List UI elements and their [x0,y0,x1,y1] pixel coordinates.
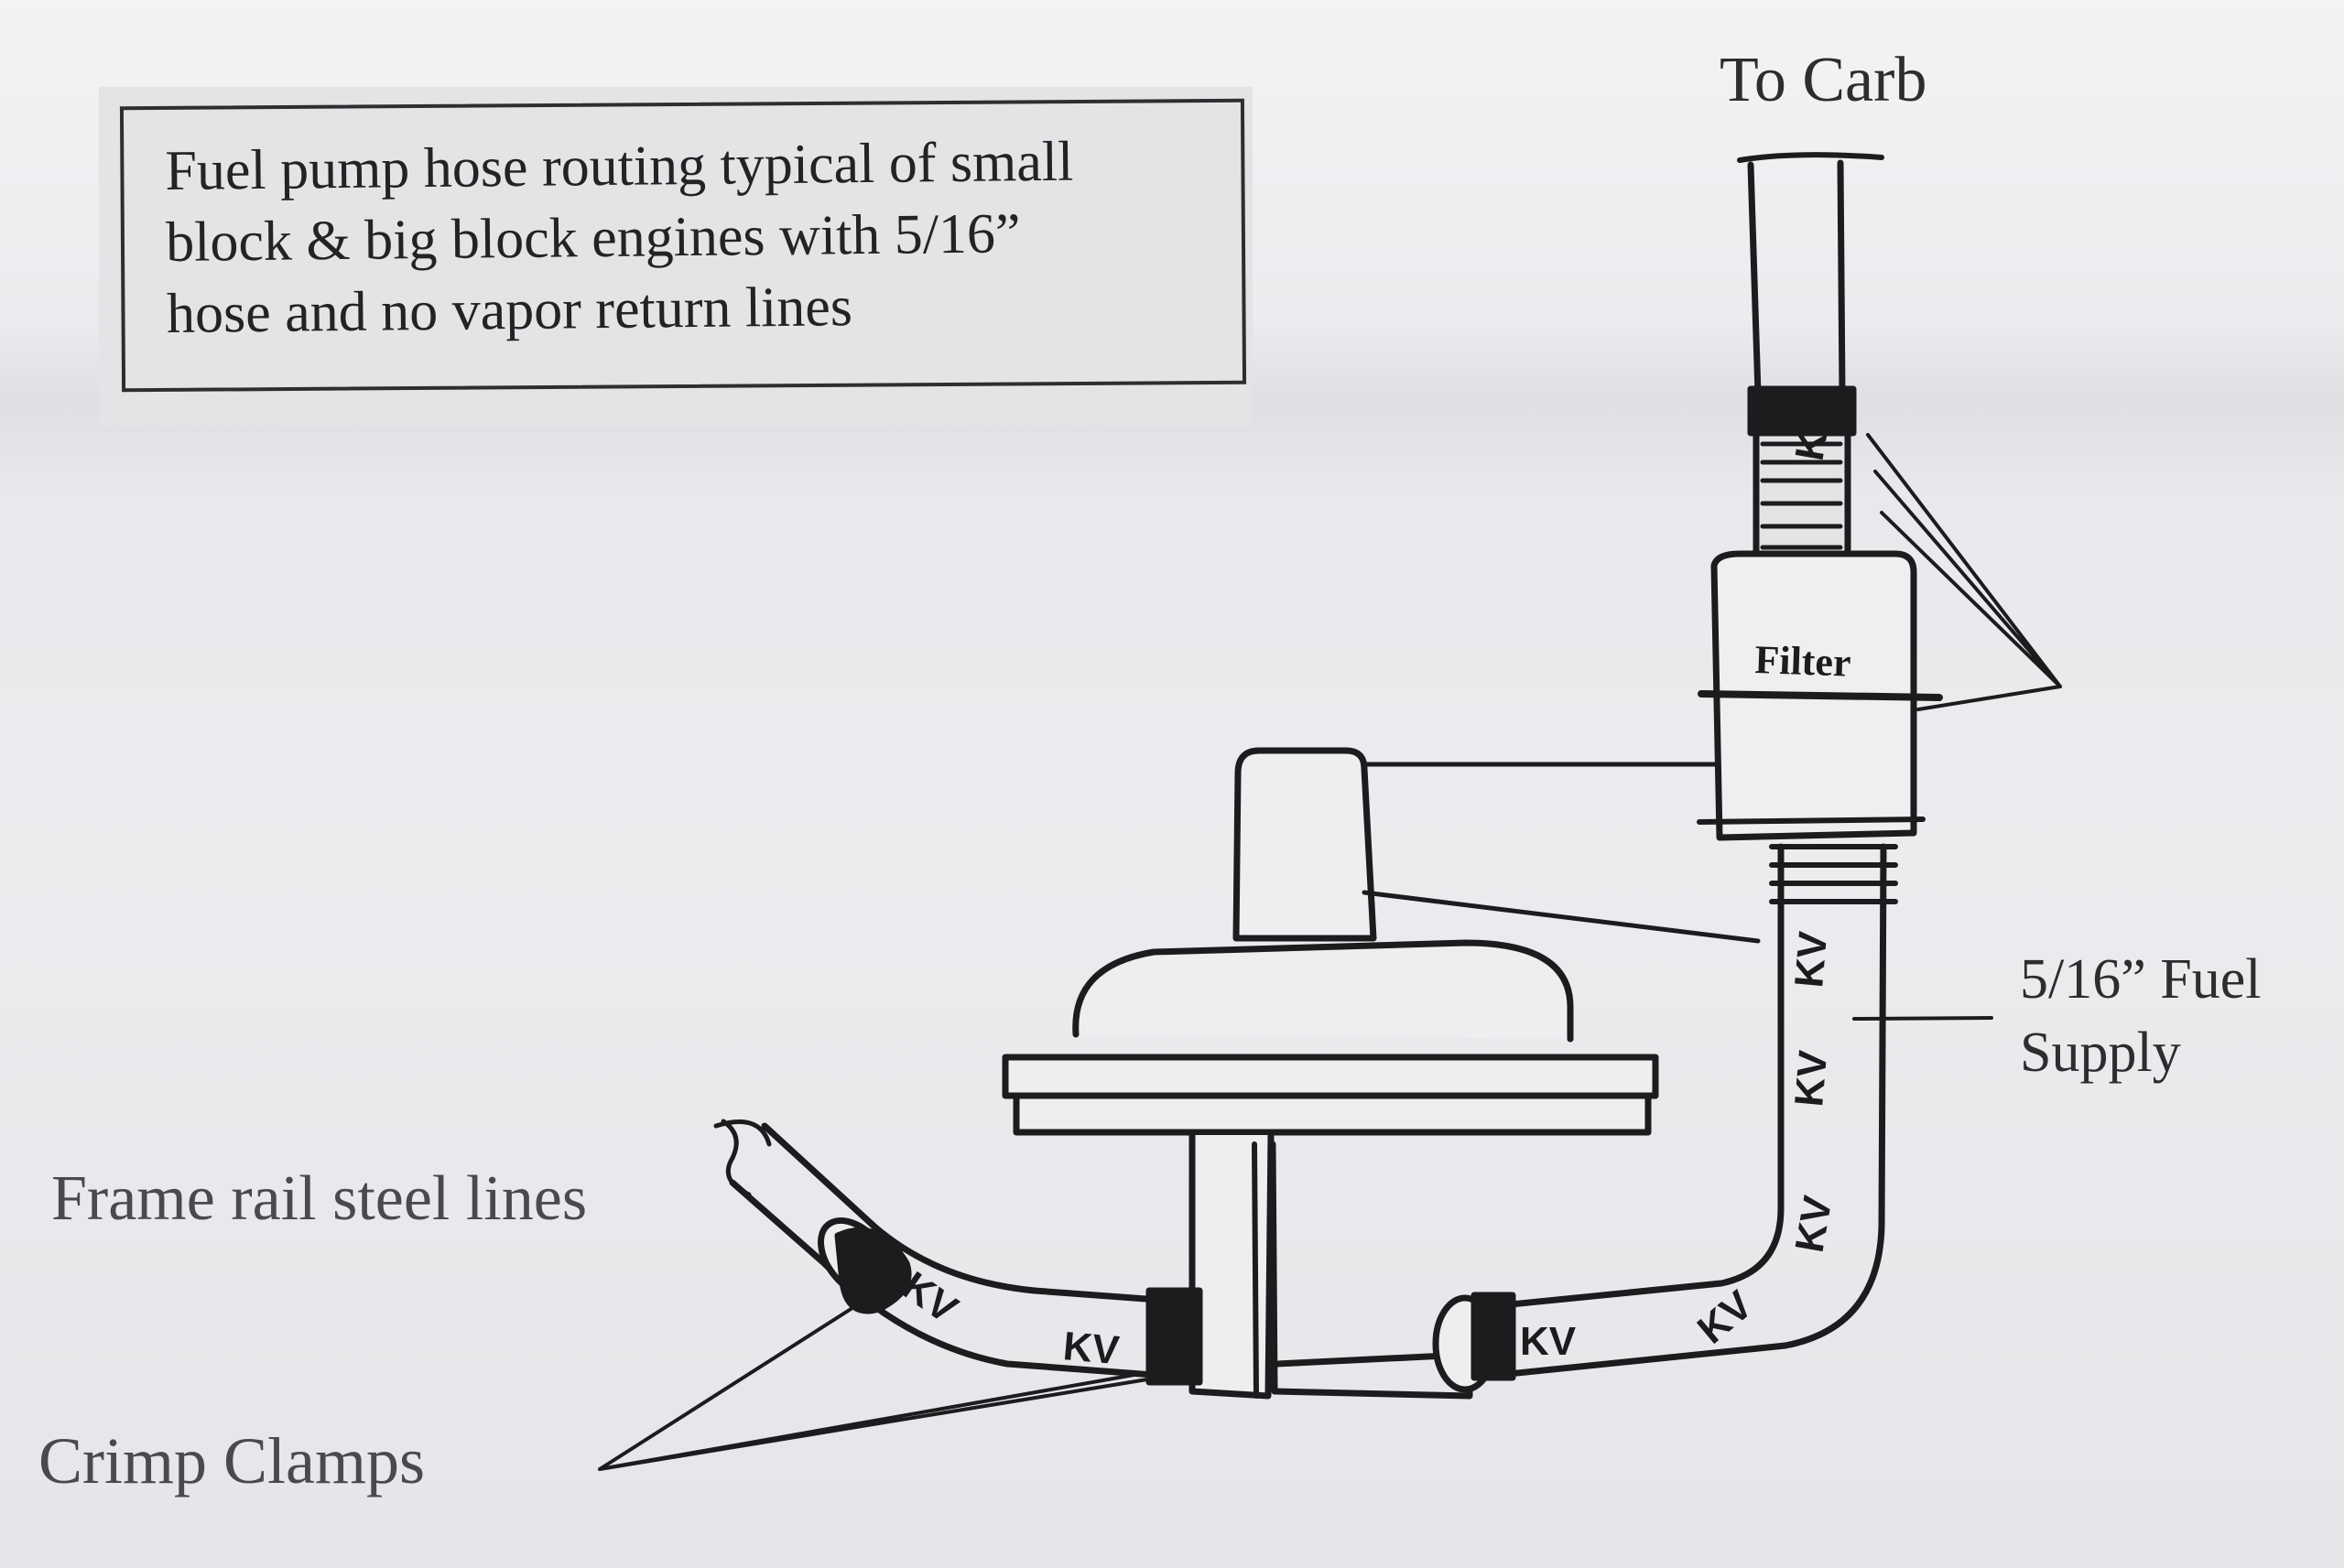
inlet-hose-upper [761,1122,1162,1303]
clamp-marking-top: KV [1787,400,1841,463]
to-carb-label: To Carb [1720,45,1927,115]
outlet-crimp-clamp [1432,1292,1516,1393]
filter-label: Filter [1754,637,1852,686]
crimp-clamps-label: Crimp Clamps [38,1424,426,1498]
hose-marking-6: KV [1061,1324,1122,1373]
frame-rail-label: Frame rail steel lines [51,1163,588,1234]
hose-marking-3: KV [1787,1192,1841,1255]
hose-marking-4: KV [1689,1281,1762,1352]
inlet-crimp-clamp-left [818,1217,912,1314]
lower-filter-clamp [1769,844,1898,904]
fuel-supply-label-line-1: 5/16” Fuel [2020,948,2262,1011]
frame-rail-line-end [713,1119,772,1197]
crimp-clamp-leaders [598,1298,1160,1471]
inlet-hose-lower [729,1179,1194,1381]
upper-clamp-leaders [1866,433,2062,711]
fuel-supply-hose-inner [1461,843,1785,1313]
hose-marking-1: KV [1786,929,1836,989]
fuel-supply-label-line-2: Supply [2020,1022,2181,1084]
fuel-pump [1002,747,1761,1400]
hose-to-carb [1747,159,1846,397]
fuel-supply-leader [1852,1016,1993,1021]
fuel-supply-label: 5/16” Fuel Supply [2020,943,2261,1089]
hose-to-carb-end [1737,152,1884,163]
hose-marking-2: KV [1786,1048,1836,1108]
upper-crimp-clamp [1747,385,1857,557]
fuel-supply-hose-outer [1469,843,1887,1381]
inlet-crimp-clamp-right [1145,1287,1203,1386]
caption-background [99,87,1253,427]
fuel-filter [1697,550,1943,841]
hose-marking-5: KV [1520,1319,1577,1364]
